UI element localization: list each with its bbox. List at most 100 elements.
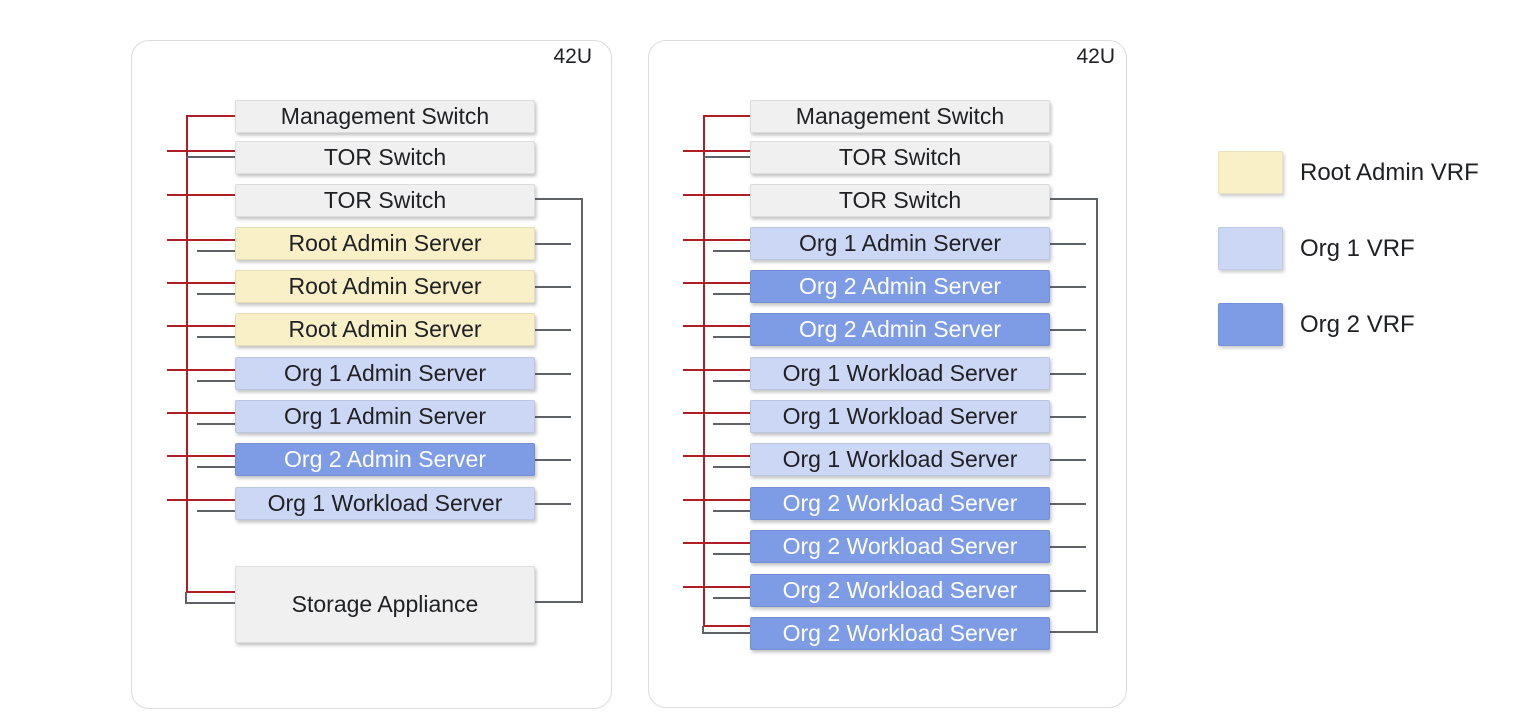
admin-network-link [167,455,235,457]
rack-2-unit-org1: Org 1 Workload Server [750,400,1050,433]
rack-2-unit-org1: Org 1 Workload Server [750,443,1050,476]
admin-network-trunk [703,115,705,627]
legend-item-org1-vrf: Org 1 VRF [1218,227,1479,270]
admin-network-link [167,325,235,327]
root-admin-vrf-label: Root Admin VRF [1300,158,1479,186]
admin-network-trunk [186,115,188,593]
rack-2-unit-org1: Org 1 Workload Server [750,357,1050,390]
data-network-link [197,465,235,468]
rack-1-unit-switch: TOR Switch [235,184,535,217]
rack-2-unit-org2: Org 2 Workload Server [750,574,1050,607]
rack-1-unit-org1: Org 1 Workload Server [235,487,535,520]
root-admin-vrf-swatch [1218,151,1283,194]
admin-network-link [167,282,235,284]
legend: Root Admin VRF Org 1 VRF Org 2 VRF [1218,151,1479,346]
rack-2-unit-org2: Org 2 Workload Server [750,617,1050,650]
data-network-link [1050,372,1086,375]
rack-2-unit-org2: Org 2 Admin Server [750,313,1050,346]
data-network-link [713,249,750,252]
data-network-link [703,156,750,158]
data-network-link [185,592,187,603]
data-network-link [1050,631,1098,633]
admin-network-link [167,412,235,414]
admin-network-link [683,499,750,501]
data-network-link [197,335,235,338]
data-network-link [713,422,750,425]
admin-network-link [167,239,235,241]
admin-network-link [167,499,235,501]
data-network-link [535,242,571,245]
rack-1-unit-switch: TOR Switch [235,141,535,174]
legend-item-root-admin-vrf: Root Admin VRF [1218,151,1479,194]
data-network-link [1050,415,1086,418]
rack-1-unit-org2: Org 2 Admin Server [235,443,535,476]
data-network-link [535,502,571,505]
rack-1-unit-org1: Org 1 Admin Server [235,357,535,390]
admin-network-link [683,282,750,284]
admin-network-link [186,591,235,593]
admin-network-link [703,114,750,117]
admin-network-link [167,150,235,152]
rack-2-capacity-label: 42U [1076,45,1115,68]
data-network-link [1050,458,1086,461]
data-network-link [1050,328,1086,331]
rack-1-unit-root-admin: Root Admin Server [235,270,535,303]
admin-network-link [683,239,750,241]
rack-2-unit-org2: Org 2 Admin Server [750,270,1050,303]
rack-1-unit-storage: Storage Appliance [235,566,535,643]
rack-2-unit-org1: Org 1 Admin Server [750,227,1050,260]
org2-vrf-swatch [1218,303,1283,346]
data-network-link [713,552,750,555]
data-network-link [702,632,750,634]
data-network-link [1050,198,1098,200]
org2-vrf-label: Org 2 VRF [1300,310,1415,338]
admin-network-link [683,194,750,196]
data-network-link [197,249,235,252]
admin-network-link [683,455,750,457]
data-network-link [713,509,750,512]
rack-2-unit-switch: Management Switch [750,100,1050,133]
data-network-trunk [1096,199,1098,633]
admin-network-link [683,412,750,414]
admin-network-link [683,542,750,544]
data-network-link [1050,242,1086,245]
data-network-link [1050,589,1086,592]
data-network-link [197,292,235,295]
rack-1-unit-root-admin: Root Admin Server [235,313,535,346]
data-network-link [535,198,583,200]
admin-network-link [683,586,750,588]
data-network-link [197,422,235,425]
rack-2-unit-switch: TOR Switch [750,184,1050,217]
data-network-link [535,285,571,288]
org1-vrf-label: Org 1 VRF [1300,234,1415,262]
admin-network-link [683,150,750,152]
data-network-link [535,601,583,603]
data-network-link [1050,545,1086,548]
data-network-link [713,465,750,468]
data-network-link [702,626,704,633]
data-network-link [197,509,235,512]
rack-1-unit-switch: Management Switch [235,100,535,133]
admin-network-link [683,369,750,371]
rack-1-unit-root-admin: Root Admin Server [235,227,535,260]
data-network-link [1050,502,1086,505]
data-network-link [535,328,571,331]
rack-2-unit-switch: TOR Switch [750,141,1050,174]
data-network-link [535,415,571,418]
admin-network-link [167,194,235,196]
data-network-link [186,156,235,158]
org1-vrf-swatch [1218,227,1283,270]
data-network-link [535,458,571,461]
admin-network-link [167,369,235,371]
data-network-link [713,596,750,599]
data-network-link [1050,285,1086,288]
data-network-link [197,379,235,382]
data-network-link [185,602,235,604]
data-network-link [535,372,571,375]
data-network-link [713,292,750,295]
rack-2-unit-org2: Org 2 Workload Server [750,530,1050,563]
data-network-link [713,379,750,382]
rack-1-unit-org1: Org 1 Admin Server [235,400,535,433]
admin-network-link [703,625,750,627]
